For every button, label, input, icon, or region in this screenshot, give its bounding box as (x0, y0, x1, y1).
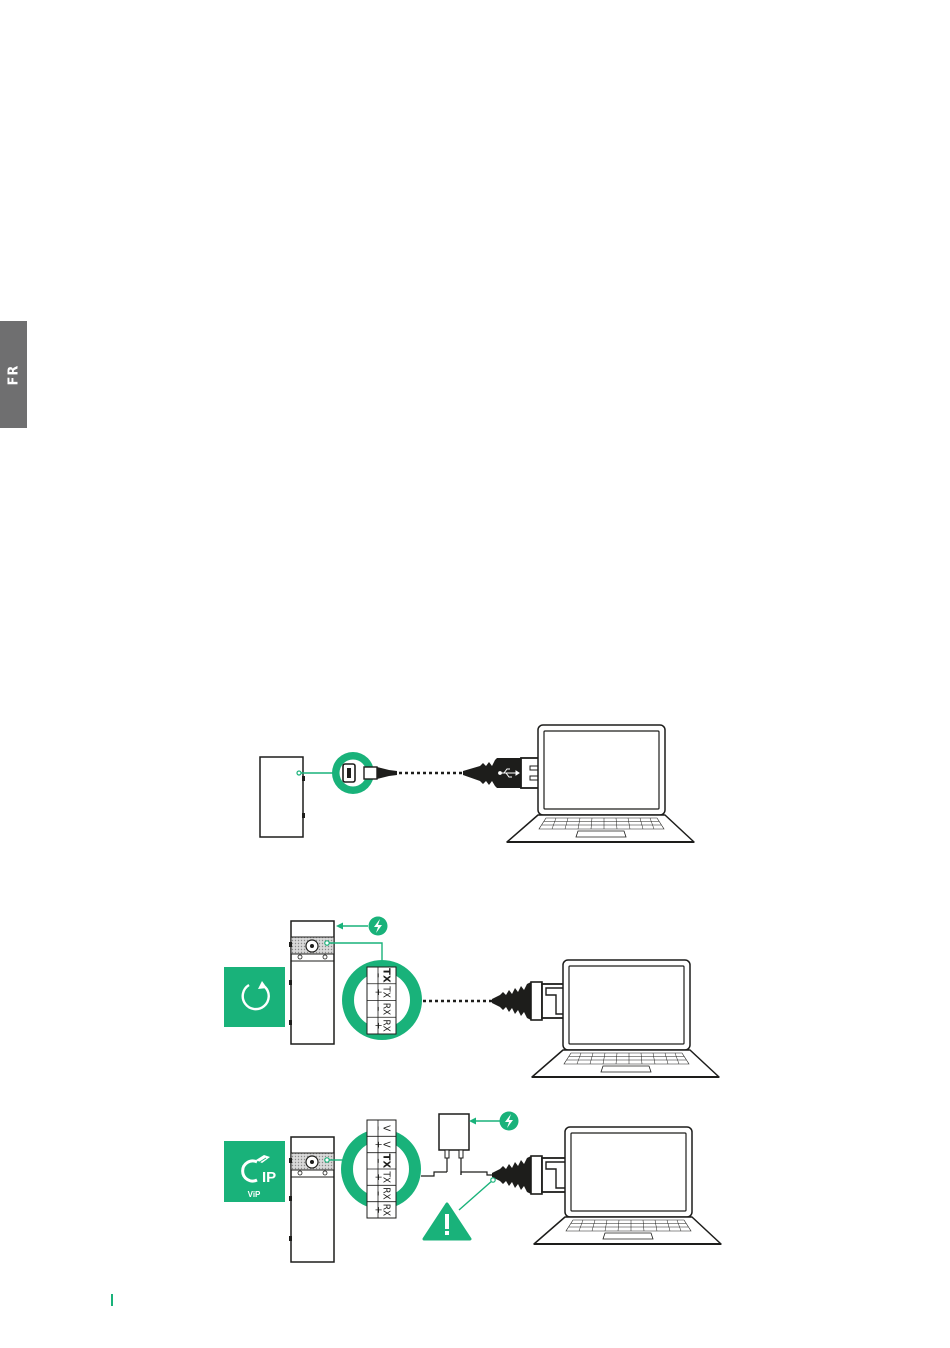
svg-text:V: V (381, 1125, 392, 1132)
two-wire-diagram: – TX + TX – RX + RX (224, 917, 719, 1078)
power-supply (421, 1114, 498, 1176)
svg-text:TX: TX (381, 1170, 392, 1183)
ip-badge-caption: ViP (248, 1190, 261, 1199)
two-wire-loop-icon (224, 967, 285, 1027)
svg-text:RX: RX (381, 1003, 392, 1015)
svg-text:RX: RX (381, 1204, 392, 1216)
svg-text:RX: RX (381, 1019, 392, 1031)
ip-network-icon: IP ViP (224, 1141, 285, 1202)
ip-badge-text: IP (262, 1169, 276, 1186)
warning-icon (424, 1204, 470, 1239)
terminal-block-zoom: – TX + TX – RX + RX (342, 960, 422, 1040)
terminal-row: + V (373, 1141, 392, 1149)
terminal-block-zoom: – V + V – TX + TX – RX + RX (341, 1120, 421, 1218)
interface-module-ip (289, 1137, 334, 1262)
lightning-icon (369, 917, 388, 936)
interface-module (260, 757, 303, 837)
usb-cable-small-plug (364, 767, 397, 779)
svg-text:TX: TX (381, 985, 392, 998)
svg-text:TX: TX (381, 1154, 392, 1169)
lightning-icon (500, 1112, 519, 1131)
svg-text:TX: TX (381, 968, 392, 983)
ip-diagram: IP ViP (224, 1112, 721, 1263)
interface-module-bus (289, 921, 334, 1044)
svg-text:RX: RX (381, 1187, 392, 1199)
usb-diagram (260, 725, 694, 842)
svg-text:V: V (381, 1141, 392, 1148)
